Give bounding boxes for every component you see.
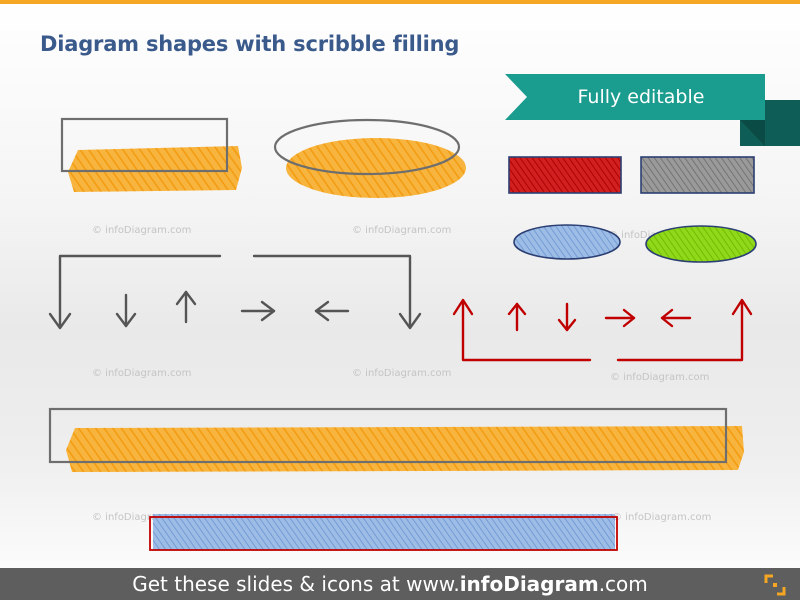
blue-scribble-ellipse: [513, 224, 621, 260]
orange-scribble-fill: [68, 146, 242, 192]
arrow-up-icon: [452, 298, 474, 316]
arrow-up-icon: [175, 290, 197, 324]
watermark: © infoDiagram.com: [610, 372, 710, 383]
orange-scribble-fill: [286, 138, 466, 198]
red-rectangle-outline: [149, 516, 618, 551]
arrow-left-icon: [660, 308, 692, 328]
watermark: © infoDiagram.com: [92, 225, 192, 236]
arrow-right-icon: [604, 308, 636, 328]
watermark: © infoDiagram.com: [352, 368, 452, 379]
long-outlined-rectangle-orange-fill: [48, 407, 744, 472]
watermark: © infoDiagram.com: [352, 225, 452, 236]
footer-brand: infoDiagram: [459, 572, 599, 596]
footer-suffix: .com: [598, 572, 648, 596]
outlined-rectangle-orange-fill: [60, 117, 242, 192]
arrow-up-icon: [507, 302, 527, 332]
watermark: © infoDiagram.com: [612, 512, 712, 523]
bracket-line-left: [58, 254, 222, 328]
watermark: © infoDiagram.com: [92, 512, 192, 523]
long-rectangle-blue-fill: [149, 514, 618, 551]
arrow-left-icon: [314, 300, 350, 322]
arrow-up-icon: [731, 298, 753, 316]
footer-bar: Get these slides & icons at www.infoDiag…: [0, 568, 800, 600]
ribbon-label: Fully editable: [577, 86, 705, 108]
orange-scribble-fill: [66, 426, 744, 472]
slide-title: Diagram shapes with scribble filling: [40, 32, 460, 56]
arrow-down-icon: [48, 312, 72, 330]
arrow-down-icon: [557, 302, 577, 332]
outlined-ellipse-orange-fill: [273, 118, 466, 198]
watermark: © infoDiagram.com: [92, 368, 192, 379]
bracket-line-right: [616, 300, 744, 362]
red-scribble-rectangle: [508, 156, 622, 194]
rectangle-outline: [60, 117, 229, 173]
arrow-down-icon: [398, 312, 422, 330]
ellipse-outline: [273, 118, 461, 176]
gray-scribble-rectangle: [640, 156, 755, 194]
bracket-line-right: [252, 254, 412, 328]
fully-editable-ribbon: Fully editable: [505, 74, 765, 120]
gray-arrow-set: [48, 254, 422, 330]
green-scribble-ellipse: [645, 225, 757, 263]
footer-prefix: Get these slides & icons at www.: [132, 572, 460, 596]
blue-scribble-fill: [153, 514, 615, 550]
infodiagram-logo-icon: [764, 574, 786, 596]
arrow-down-icon: [115, 293, 137, 328]
red-arrow-set: [452, 298, 753, 362]
rectangle-outline: [48, 407, 728, 464]
footer-text: Get these slides & icons at www.infoDiag…: [0, 568, 780, 600]
arrow-right-icon: [240, 300, 276, 322]
top-accent-bar: [0, 0, 800, 4]
bracket-line-left: [461, 300, 592, 362]
